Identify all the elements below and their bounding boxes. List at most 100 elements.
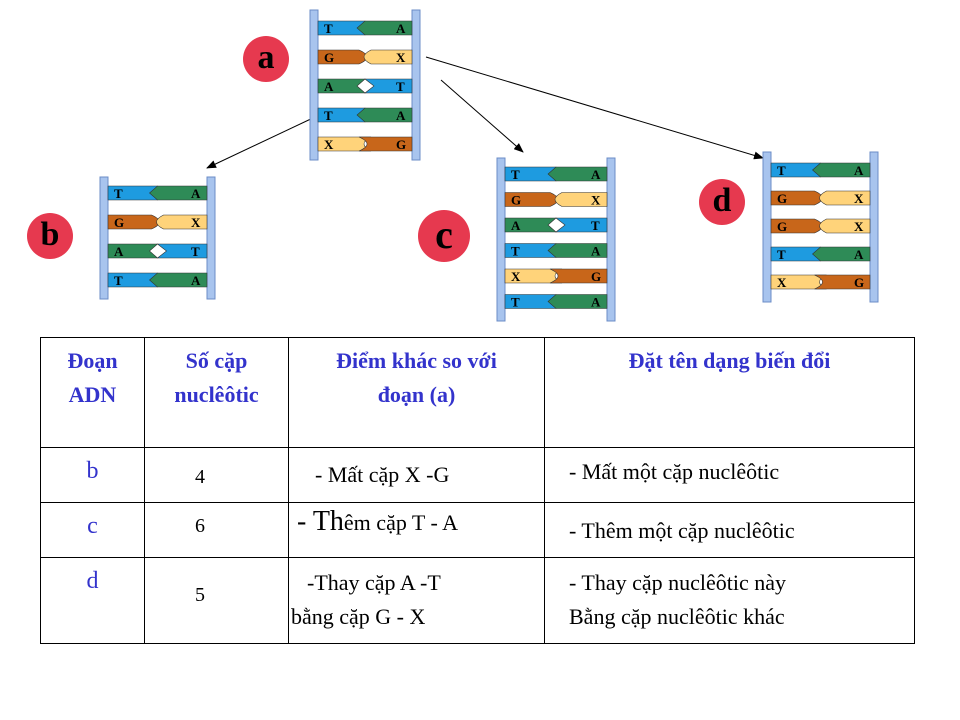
label-b: b — [27, 213, 73, 259]
nucleotide-G — [549, 268, 608, 284]
left-strand-rail — [496, 157, 506, 322]
base-letter-left: T — [511, 295, 520, 310]
row-difference-line2: bằng cặp G - X — [291, 604, 426, 629]
nucleotide-X — [819, 190, 871, 206]
nucleotide-A — [149, 185, 208, 201]
row-count: 6 — [144, 502, 289, 558]
base-letter-right: A — [591, 295, 601, 310]
right-strand-rail — [411, 9, 421, 161]
nucleotide-A — [812, 246, 871, 262]
label-a: a — [243, 36, 289, 82]
base-letter-right: A — [854, 163, 864, 178]
base-letter-right: X — [854, 191, 864, 206]
nucleotide-X — [819, 218, 871, 234]
arrow-a-to-b — [206, 116, 316, 169]
base-letter-right: A — [396, 108, 406, 123]
row-segment: b — [40, 447, 145, 503]
base-letter-left: A — [511, 218, 521, 233]
header-difference-line2: đoạn (a) — [377, 382, 456, 407]
header-difference-line1: Điểm khác so với — [336, 348, 497, 373]
header-segment: Đoạn ADN — [40, 337, 145, 448]
base-letter-right: A — [191, 273, 201, 288]
right-strand-rail — [606, 157, 616, 322]
base-letter-right: X — [191, 215, 201, 230]
table-header-row: Đoạn ADN Số cặp nuclêôtic Điểm khác so v… — [40, 337, 915, 448]
nucleotide-A — [149, 272, 208, 288]
left-strand-rail — [762, 151, 772, 303]
base-letter-left: T — [324, 108, 333, 123]
row-difference-text: - Mất cặp X -G — [315, 462, 450, 487]
base-letter-right: X — [591, 193, 601, 208]
base-letter-left: X — [777, 275, 787, 290]
base-letter-right: T — [591, 218, 600, 233]
row-name-line1: - Mất một cặp nuclêôtic — [569, 459, 780, 484]
base-letter-right: A — [191, 186, 201, 201]
base-letter-right: A — [591, 244, 601, 259]
row-name: - Mất một cặp nuclêôtic — [544, 447, 915, 503]
header-segment-line2: ADN — [68, 382, 117, 407]
right-strand-rail — [206, 176, 216, 300]
nucleotide-A — [547, 294, 608, 309]
base-letter-right: A — [591, 167, 601, 182]
nucleotide-A — [317, 78, 366, 94]
base-letter-left: G — [324, 50, 334, 65]
base-letter-left: T — [324, 21, 333, 36]
nucleotide-T — [156, 243, 208, 259]
base-letter-left: X — [511, 269, 521, 284]
nucleotide-T — [364, 78, 413, 94]
header-count-line1: Số cặp — [185, 348, 248, 373]
base-letter-right: T — [396, 79, 405, 94]
nucleotide-X — [554, 192, 608, 207]
base-letter-left: T — [777, 247, 786, 262]
base-letter-right: T — [191, 244, 200, 259]
header-count: Số cặp nuclêôtic — [144, 337, 289, 448]
row-name-line1: - Thêm một cặp nuclêôtic — [569, 518, 795, 543]
nucleotide-G — [358, 136, 413, 152]
nucleotide-A — [107, 243, 159, 259]
base-letter-right: G — [854, 275, 864, 290]
left-strand-rail — [309, 9, 319, 161]
row-difference: - Mất cặp X -G — [288, 447, 545, 503]
base-letter-right: G — [591, 269, 601, 284]
base-letter-left: G — [777, 219, 787, 234]
nucleotide-X — [363, 49, 413, 65]
row-count: 5 — [144, 557, 289, 644]
row-segment: c — [40, 502, 145, 558]
base-letter-right: G — [396, 137, 406, 152]
nucleotide-G — [814, 274, 871, 290]
header-segment-line1: Đoạn — [67, 348, 118, 373]
arrow-a-to-c — [440, 79, 524, 153]
header-difference: Điểm khác so với đoạn (a) — [288, 337, 545, 448]
nucleotide-A — [547, 243, 608, 258]
base-letter-left: T — [511, 167, 520, 182]
row-difference: -Thay cặp A -T bằng cặp G - X — [288, 557, 545, 644]
row-count: 4 — [144, 447, 289, 503]
header-name-text: Đặt tên dạng biến đổi — [628, 348, 831, 373]
base-letter-left: G — [114, 215, 124, 230]
row-name: - Thay cặp nuclêôtic này Bằng cặp nuclêô… — [544, 557, 915, 644]
nucleotide-X — [156, 214, 208, 230]
table-row: b 4 - Mất cặp X -G - Mất một cặp nuclêôt… — [40, 447, 915, 503]
row-name: - Thêm một cặp nuclêôtic — [544, 502, 915, 558]
base-letter-left: T — [114, 186, 123, 201]
base-letter-left: X — [324, 137, 334, 152]
arrow-a-to-d — [425, 56, 764, 160]
base-letter-right: A — [854, 247, 864, 262]
base-letter-left: A — [324, 79, 334, 94]
left-strand-rail — [99, 176, 109, 300]
table-row: c 6 - Thêm cặp T - A - Thêm một cặp nucl… — [40, 502, 915, 558]
base-letter-left: T — [777, 163, 786, 178]
nucleotide-T — [555, 217, 608, 233]
nucleotide-A — [356, 107, 413, 123]
row-name-line1: - Thay cặp nuclêôtic này — [569, 570, 787, 595]
base-letter-right: A — [396, 21, 406, 36]
label-d: d — [699, 179, 745, 225]
table-row: d 5 -Thay cặp A -T bằng cặp G - X - Thay… — [40, 557, 915, 644]
nucleotide-A — [504, 217, 557, 233]
base-letter-left: T — [511, 244, 520, 259]
row-difference: - Thêm cặp T - A — [288, 502, 545, 558]
